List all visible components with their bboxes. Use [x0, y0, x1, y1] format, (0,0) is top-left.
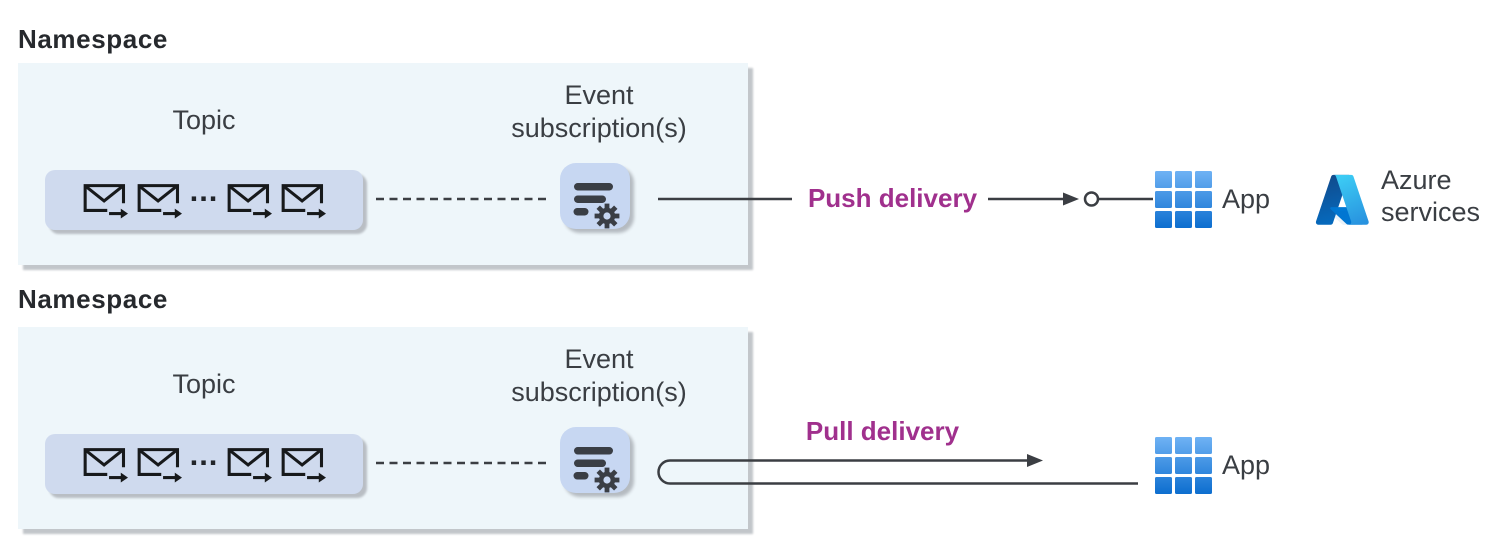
namespace-label-pull: Namespace [18, 284, 168, 314]
app-grid-icon [1155, 437, 1212, 494]
pull-delivery-label: Pull delivery [805, 416, 960, 446]
envelope-arrow-icon [83, 447, 128, 483]
namespace-box-pull: Topic ... [18, 327, 748, 529]
app-label-push: App [1222, 184, 1271, 214]
azure-services-label: Azure services [1381, 165, 1481, 227]
topic-pill: ... [45, 434, 363, 494]
app-grid-icon [1155, 171, 1212, 228]
envelope-arrow-icon [228, 183, 273, 219]
envelope-arrow-icon [137, 183, 182, 219]
push-endpoint-circle-icon [1083, 191, 1100, 207]
push-arrowhead-icon [1063, 192, 1079, 206]
ellipsis-text: ... [189, 437, 219, 472]
gear-icon [594, 467, 620, 493]
envelope-arrow-icon [137, 447, 182, 483]
event-subscription-label: Event subscription(s) [511, 80, 687, 143]
push-delivery-label: Push delivery [807, 183, 978, 213]
envelope-arrow-icon [282, 447, 327, 483]
azure-logo-icon [1313, 170, 1371, 228]
envelope-arrow-icon [282, 183, 327, 219]
filter-gear-icon [573, 447, 620, 493]
envelope-arrow-icon [228, 447, 273, 483]
envelope-arrow-icon [83, 183, 128, 219]
ellipsis-text: ... [189, 173, 219, 208]
app-label-pull: App [1222, 450, 1271, 480]
pull-arrowhead-icon [1027, 454, 1043, 467]
event-subscription-label: Event subscription(s) [511, 344, 687, 407]
event-subscription-tile [560, 163, 630, 229]
topic-label: Topic [172, 369, 236, 399]
namespace-label-push: Namespace [18, 24, 168, 54]
filter-gear-icon [573, 183, 620, 229]
event-subscription-tile [560, 427, 630, 493]
topic-label: Topic [172, 105, 236, 135]
topic-pill: ... [45, 170, 363, 230]
namespace-box-push: Topic ... [18, 63, 748, 265]
gear-icon [594, 203, 620, 229]
